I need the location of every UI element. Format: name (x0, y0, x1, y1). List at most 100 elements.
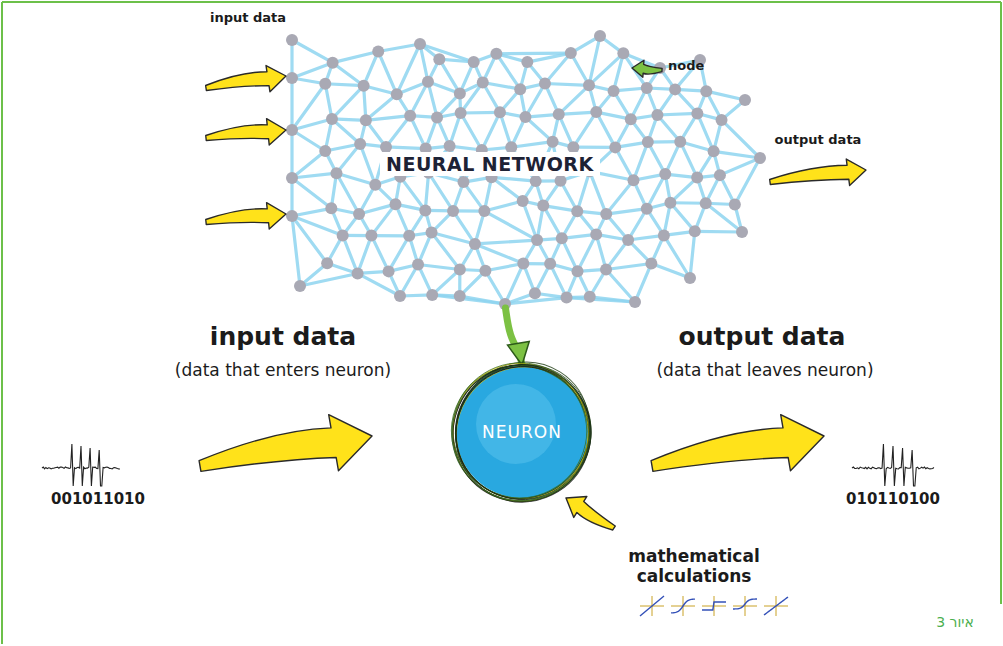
green-arrow (505, 308, 522, 365)
mesh-node (479, 265, 491, 277)
mesh-node (431, 111, 443, 123)
mesh-node (531, 234, 543, 246)
mesh-node (286, 34, 298, 46)
mesh-node (490, 48, 502, 60)
mesh-link (378, 44, 420, 52)
block-arrow (205, 117, 288, 151)
mesh-link (651, 264, 690, 278)
mesh-link (429, 173, 453, 211)
mesh-node (537, 200, 549, 212)
mesh-node (326, 113, 338, 125)
mesh-link (697, 113, 713, 151)
mesh-link (397, 44, 420, 94)
frame-line (1000, 2, 1002, 604)
mesh-node (691, 172, 703, 184)
mesh-node (572, 265, 584, 277)
mesh-node (354, 138, 366, 150)
mesh-link (400, 177, 425, 211)
mesh-link (420, 44, 474, 62)
block-arrow (631, 59, 662, 78)
mesh-node (674, 136, 686, 148)
neuron-edge-stroke (450, 360, 594, 504)
spike-waveform (852, 444, 934, 486)
neuron-edge-stroke (450, 360, 594, 504)
mesh-node (477, 76, 489, 88)
neuron-edge-stroke (450, 360, 594, 504)
mesh-node (433, 53, 445, 65)
mesh-node (689, 225, 701, 237)
mesh-node (330, 167, 342, 179)
mesh-node (590, 106, 602, 118)
mesh-node (353, 208, 365, 220)
text-label: output data (763, 132, 873, 148)
text-label: (data that leaves neuron) (630, 360, 900, 380)
mesh-node (739, 94, 751, 106)
mesh-node (658, 229, 670, 241)
mesh-link (606, 269, 635, 302)
mesh-node (412, 259, 424, 271)
frame-line (1, 2, 3, 644)
mesh-node (414, 38, 426, 50)
mesh-node (468, 56, 480, 68)
mesh-link (432, 295, 505, 304)
mesh-node (530, 175, 542, 187)
mesh-node (454, 87, 466, 99)
activation-icons (640, 596, 788, 616)
mesh-link (545, 83, 589, 85)
mesh-node (691, 107, 703, 119)
mesh-node (600, 208, 612, 220)
mesh-link (590, 171, 607, 214)
mesh-link (461, 113, 482, 150)
mesh-link (577, 171, 589, 211)
mesh-link (505, 264, 523, 304)
activation-curve (702, 602, 726, 610)
mesh-node (622, 234, 634, 246)
mesh-link (336, 173, 375, 185)
mesh-link (475, 240, 537, 244)
mesh-link (292, 84, 325, 130)
mesh-node (455, 107, 467, 119)
mesh-node (700, 197, 712, 209)
yellow-arrows (195, 59, 868, 538)
mesh-node (358, 80, 370, 92)
mesh-node (617, 47, 629, 59)
frame-line (2, 1, 1001, 3)
mesh-node (642, 136, 654, 148)
mesh-link (496, 51, 570, 55)
mesh-link (690, 231, 695, 278)
mesh-node (664, 197, 676, 209)
mesh-link (606, 264, 651, 270)
network-mesh (286, 30, 766, 310)
binary-code: 001011010 (33, 490, 163, 508)
mesh-node (469, 238, 481, 250)
mesh-node (372, 46, 384, 58)
mesh-link (589, 53, 623, 85)
mesh-node (337, 229, 349, 241)
mesh-node (454, 290, 466, 302)
mesh-node (645, 258, 657, 270)
block-arrow (559, 488, 620, 539)
mesh-node (494, 106, 506, 118)
mesh-node (478, 205, 490, 217)
mesh-node (319, 145, 331, 157)
mesh-link (292, 63, 333, 78)
block-arrow (204, 63, 288, 101)
text-label: mathematical calculations (609, 546, 779, 587)
spike-waveform (42, 444, 120, 486)
mesh-link (292, 40, 333, 63)
mesh-node (714, 169, 726, 181)
text-label: node (668, 58, 718, 74)
mesh-link (332, 86, 364, 119)
mesh-node (556, 232, 568, 244)
activation-curve (764, 597, 788, 615)
mesh-link (482, 112, 500, 150)
mesh-link (358, 236, 372, 274)
mesh-node (641, 82, 653, 94)
mesh-node (447, 205, 459, 217)
neuron-edge-stroke (450, 360, 594, 504)
mesh-link (567, 298, 635, 302)
mesh-link (333, 52, 379, 63)
